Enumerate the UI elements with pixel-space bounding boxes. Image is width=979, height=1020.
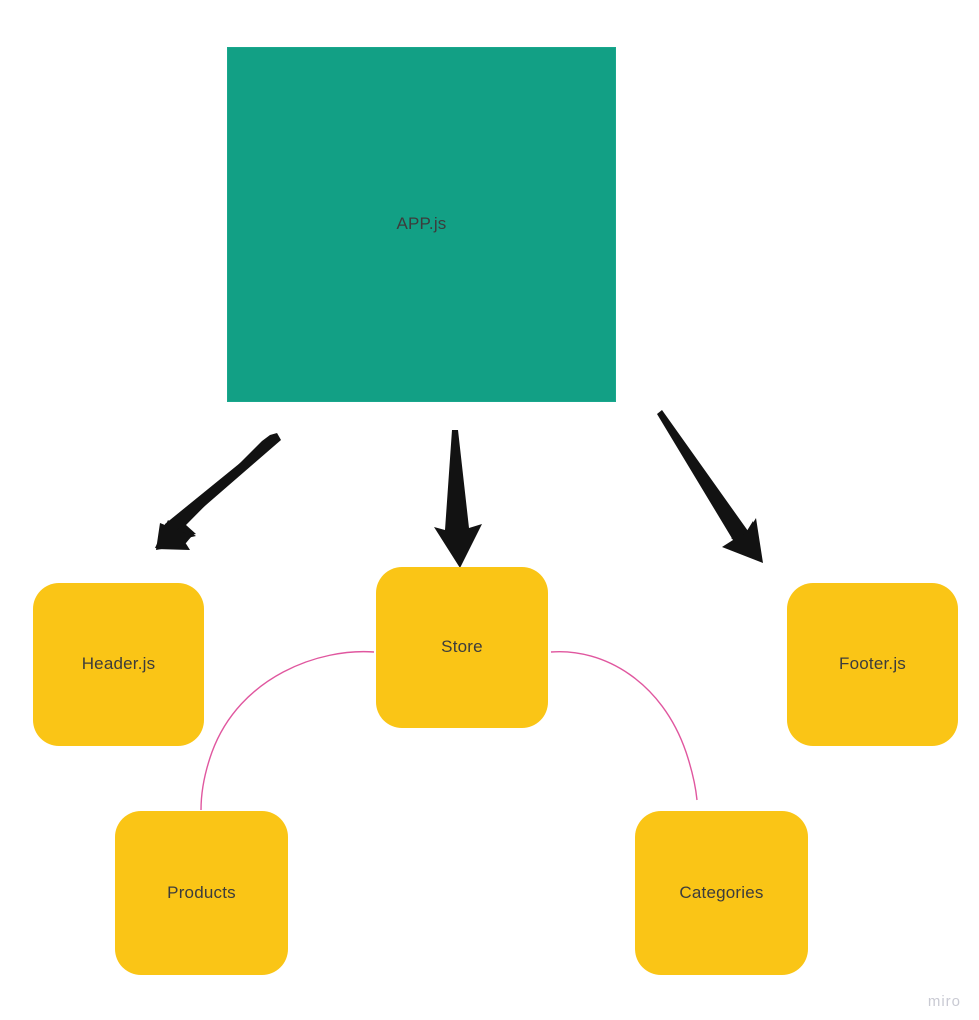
node-products[interactable]: Products: [115, 811, 288, 975]
node-categories-label: Categories: [679, 882, 764, 902]
connector-store-to-categories: [550, 651, 698, 801]
node-footer-label: Footer.js: [839, 654, 906, 674]
node-app-label: APP.js: [396, 214, 447, 234]
arrow-app-to-store-icon: [434, 430, 482, 568]
node-categories[interactable]: Categories: [635, 811, 808, 975]
connector-store-to-products: [200, 650, 375, 811]
miro-watermark: miro: [927, 993, 961, 1010]
node-app[interactable]: APP.js: [227, 47, 616, 402]
node-header-label: Header.js: [81, 654, 156, 674]
node-store-label: Store: [441, 637, 483, 657]
node-footer[interactable]: Footer.js: [787, 583, 958, 746]
node-products-label: Products: [167, 882, 236, 902]
arrow-app-to-header-icon: [155, 433, 281, 550]
arrow-app-to-footer-icon: [657, 410, 763, 563]
node-header[interactable]: Header.js: [33, 583, 204, 746]
node-store[interactable]: Store: [376, 567, 548, 728]
